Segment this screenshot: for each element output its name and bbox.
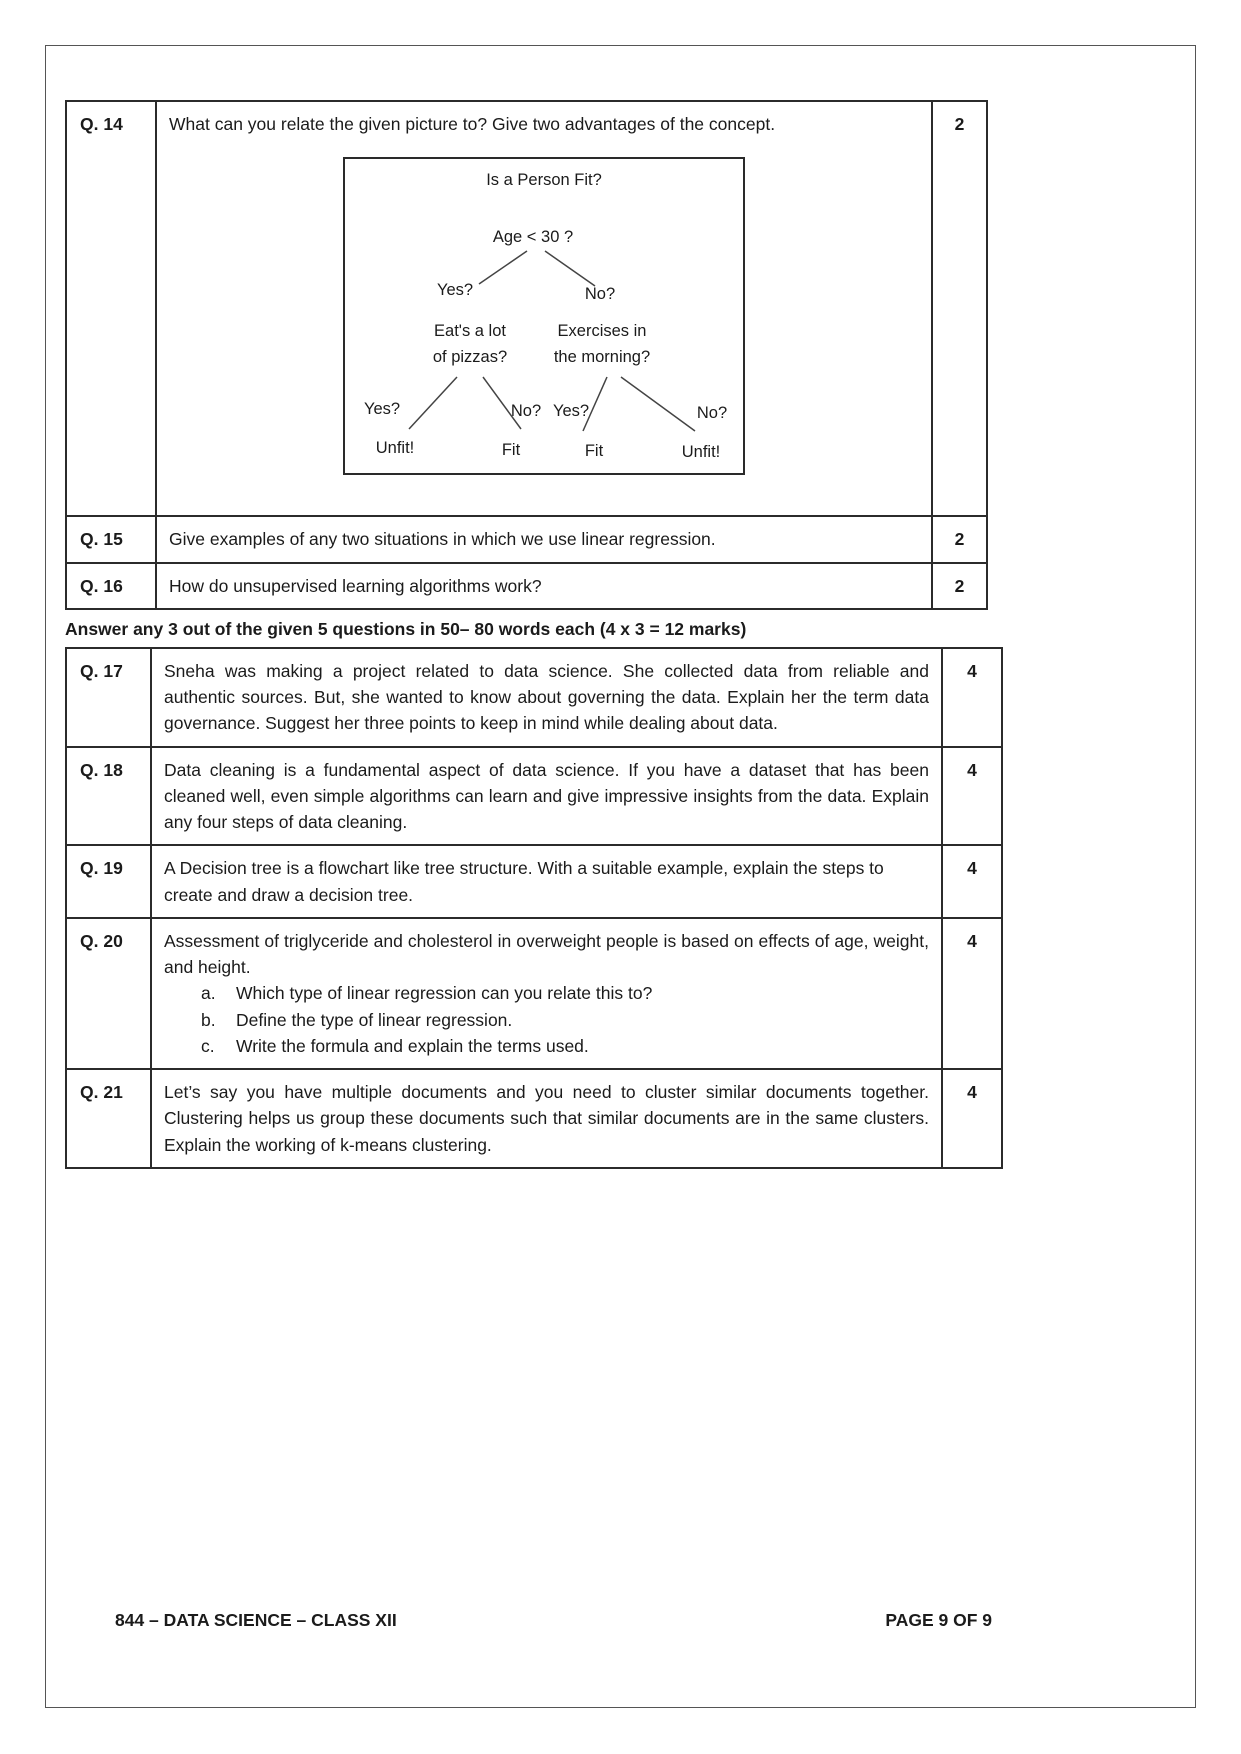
marks-value: 4 <box>941 844 1003 919</box>
sub-question-text: Define the type of linear regression. <box>236 1009 513 1030</box>
table-row-q14: Q. 14 What can you relate the given pict… <box>65 99 988 518</box>
table-row-q15: Q. 15 Give examples of any two situation… <box>65 515 988 564</box>
marks-value: 2 <box>931 561 988 610</box>
sub-question: b. Define the type of linear regression. <box>201 1007 929 1033</box>
list-marker: a. <box>201 983 216 1004</box>
page-footer: 844 – DATA SCIENCE – CLASS XII PAGE 9 OF… <box>115 1610 992 1631</box>
page-content: Q. 14 What can you relate the given pict… <box>65 99 1003 1169</box>
question-text: Let’s say you have multiple documents an… <box>150 1068 943 1169</box>
marks-value: 4 <box>941 745 1003 847</box>
question-number: Q. 19 <box>65 844 152 919</box>
sub-question: c. Write the formula and explain the ter… <box>201 1033 929 1059</box>
table-row-q17: Q. 17 Sneha was making a project related… <box>65 646 1003 748</box>
branch-label-yes: Yes? <box>436 281 474 300</box>
question-number: Q. 16 <box>65 561 157 610</box>
footer-course-title: 844 – DATA SCIENCE – CLASS XII <box>115 1610 397 1630</box>
question-text: How do unsupervised learning algorithms … <box>155 561 933 610</box>
marks-value: 2 <box>931 515 988 564</box>
right-question-line2: the morning? <box>553 348 651 367</box>
table-row-q19: Q. 19 A Decision tree is a flowchart lik… <box>65 844 1003 919</box>
sub-question-list: a. Which type of linear regression can y… <box>201 980 929 1059</box>
tree-connector-lines <box>408 250 696 432</box>
question-text: Give examples of any two situations in w… <box>155 515 933 564</box>
question-text: Assessment of triglyceride and cholester… <box>164 930 929 977</box>
table-row-q20: Q. 20 Assessment of triglyceride and cho… <box>65 916 1003 1071</box>
page-border <box>45 45 1196 1708</box>
question-number: Q. 14 <box>65 99 157 518</box>
question-number: Q. 21 <box>65 1068 152 1169</box>
branch-label-no: No? <box>510 402 542 421</box>
questions-table-2-marks: Q. 14 What can you relate the given pict… <box>65 99 988 610</box>
marks-value: 4 <box>941 646 1003 748</box>
sub-question-text: Write the formula and explain the terms … <box>236 1035 589 1056</box>
section-heading: Answer any 3 out of the given 5 question… <box>65 618 747 639</box>
question-text: A Decision tree is a flowchart like tree… <box>150 844 943 919</box>
table-row-q21: Q. 21 Let’s say you have multiple docume… <box>65 1068 1003 1169</box>
question-text: Sneha was making a project related to da… <box>150 646 943 748</box>
left-question-line1: Eat's a lot <box>434 322 506 341</box>
question-number: Q. 15 <box>65 515 157 564</box>
table-row-q18: Q. 18 Data cleaning is a fundamental asp… <box>65 745 1003 847</box>
question-number: Q. 20 <box>65 916 152 1071</box>
marks-value: 4 <box>941 1068 1003 1169</box>
tree-title: Is a Person Fit? <box>486 171 602 190</box>
leaf-fit: Fit <box>501 441 521 460</box>
branch-label-yes: Yes? <box>552 402 590 421</box>
branch-label-yes: Yes? <box>363 400 401 419</box>
question-text: Data cleaning is a fundamental aspect of… <box>150 745 943 847</box>
branch-label-no: No? <box>584 285 616 304</box>
question-cell: Assessment of triglyceride and cholester… <box>150 916 943 1071</box>
sub-question-text: Which type of linear regression can you … <box>236 983 653 1004</box>
marks-value: 2 <box>931 99 988 518</box>
right-question-line1: Exercises in <box>557 322 647 341</box>
question-number: Q. 18 <box>65 745 152 847</box>
list-marker: c. <box>201 1035 215 1056</box>
leaf-fit: Fit <box>584 442 604 461</box>
branch-label-no: No? <box>696 404 728 423</box>
question-cell: What can you relate the given picture to… <box>155 99 933 518</box>
list-marker: b. <box>201 1009 216 1030</box>
left-question-line2: of pizzas? <box>432 348 508 367</box>
question-text: What can you relate the given picture to… <box>169 114 776 134</box>
leaf-unfit: Unfit! <box>681 443 721 462</box>
question-number: Q. 17 <box>65 646 152 748</box>
sub-question: a. Which type of linear regression can y… <box>201 980 929 1006</box>
leaf-unfit: Unfit! <box>375 439 415 458</box>
tree-root-node: Age < 30 ? <box>492 228 574 247</box>
questions-table-4-marks: Q. 17 Sneha was making a project related… <box>65 646 1003 1169</box>
footer-page-number: PAGE 9 OF 9 <box>885 1610 992 1630</box>
table-row-q16: Q. 16 How do unsupervised learning algor… <box>65 561 988 610</box>
decision-tree-diagram: Is a Person Fit? Age < 30 ? Yes? No? Eat… <box>343 157 745 476</box>
marks-value: 4 <box>941 916 1003 1071</box>
